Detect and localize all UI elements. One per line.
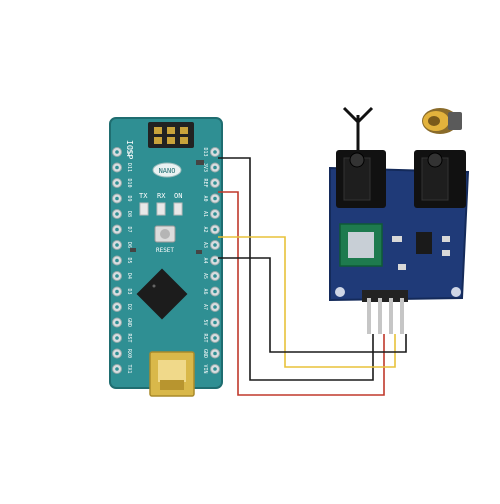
right-pin-hole — [213, 243, 217, 247]
right-pin-label: A1 — [202, 211, 208, 217]
led-on — [173, 202, 183, 216]
led-label-on: ON — [174, 192, 182, 200]
left-pin-hole — [115, 150, 119, 154]
left-pin-label: D9 — [126, 195, 132, 201]
smd-component — [392, 236, 402, 242]
led-tx — [139, 202, 149, 216]
right-pin-hole — [213, 305, 217, 309]
left-pin-hole — [115, 336, 119, 340]
left-pin-label: TX1 — [126, 364, 132, 373]
wire-red — [218, 191, 385, 396]
right-pin-hole — [213, 196, 217, 201]
right-pin-label: GND — [202, 349, 208, 358]
left-pin-hole — [115, 367, 119, 371]
left-pin-hole — [115, 320, 119, 325]
right-pin-hole — [213, 289, 217, 294]
right-pin-label: D13 — [202, 147, 208, 156]
radio-chip — [339, 223, 383, 267]
right-pin-hole — [213, 274, 217, 278]
right-pin-hole — [213, 227, 217, 232]
smd-component — [442, 250, 450, 256]
radio-module-pin-header — [362, 290, 408, 334]
left-pin-hole — [115, 212, 119, 216]
left-pin-hole — [115, 227, 119, 232]
right-pin-label: A0 — [202, 195, 208, 201]
right-pin-hole — [213, 181, 217, 185]
left-pin-label: D5 — [126, 257, 132, 263]
left-pin-label: D11 — [126, 163, 132, 172]
mini-usb-connector — [149, 351, 195, 397]
wire-yellow — [218, 236, 396, 368]
led-label-tx: TX — [139, 192, 148, 200]
icsp-header — [148, 122, 194, 148]
right-pin-label: VIN — [202, 364, 208, 373]
left-pin-hole — [115, 258, 119, 263]
right-pin-label: REF — [202, 178, 208, 187]
wires — [218, 157, 407, 396]
antenna-audio-jack — [336, 150, 386, 208]
smd-component — [130, 248, 136, 252]
left-pin-label: D2 — [126, 304, 132, 310]
left-pin-label: RX0 — [126, 349, 132, 358]
left-pin-hole — [115, 181, 119, 185]
smd-component — [442, 236, 450, 242]
left-pin-label: D8 — [126, 211, 132, 217]
right-pin-hole — [213, 320, 217, 325]
reset-button[interactable] — [154, 225, 176, 243]
speaker-icon — [422, 108, 462, 134]
right-pin-label: A6 — [202, 288, 208, 294]
left-pin-hole — [115, 196, 119, 201]
left-pin-label: D4 — [126, 273, 132, 279]
led-rx — [156, 202, 166, 216]
smd-component — [196, 250, 202, 254]
right-pin-hole — [213, 258, 217, 263]
right-pin-hole — [213, 165, 217, 170]
nano-label-badge — [152, 162, 182, 178]
left-pin-hole — [115, 243, 119, 247]
smd-component — [196, 160, 204, 165]
amplifier-ic — [416, 232, 432, 254]
left-pin-label: D3 — [126, 288, 132, 294]
left-pin-label: D7 — [126, 226, 132, 232]
right-pin-hole — [213, 336, 217, 340]
icsp-label: ICSP — [125, 140, 134, 159]
wire-black — [218, 157, 374, 381]
right-pin-hole — [213, 212, 217, 216]
right-pin-label: A5 — [202, 273, 208, 279]
right-pin-label: RST — [202, 333, 208, 342]
wire-black — [218, 257, 407, 353]
reset-label: RESET — [156, 247, 174, 254]
led-label-rx: RX — [157, 192, 166, 200]
left-pin-hole — [115, 165, 119, 170]
left-pin-label: RST — [126, 333, 132, 342]
status-leds: TX RX ON — [139, 192, 183, 216]
left-pin-hole — [115, 305, 119, 309]
left-pin-label: D10 — [126, 178, 132, 187]
left-pin-hole — [115, 289, 119, 294]
left-pin-label: GND — [126, 318, 132, 327]
right-pin-label: A4 — [202, 257, 208, 263]
right-pin-hole — [213, 367, 217, 371]
left-pin-label: D12 — [126, 147, 132, 156]
right-pin-label: A3 — [202, 242, 208, 248]
left-pin-label: D6 — [126, 242, 132, 248]
right-pin-hole — [213, 351, 217, 356]
speaker-audio-jack — [414, 150, 466, 208]
left-pin-hole — [115, 274, 119, 278]
right-pin-label: 5V — [202, 319, 208, 325]
fm-radio-module — [329, 150, 470, 334]
nano-model-label: NANO — [159, 167, 176, 175]
smd-component — [398, 264, 406, 270]
right-pin-label: A7 — [202, 304, 208, 310]
left-pin-hole — [115, 351, 119, 356]
right-pin-label: A2 — [202, 226, 208, 232]
right-pin-hole — [213, 150, 217, 154]
right-pin-label: 3V3 — [202, 163, 208, 172]
antenna-icon — [342, 106, 374, 150]
